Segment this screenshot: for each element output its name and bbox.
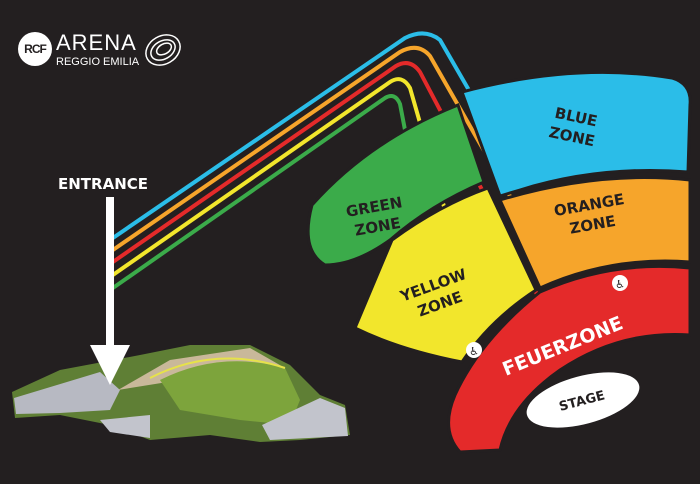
red-zone[interactable] xyxy=(447,264,692,454)
venue-aerial-photo xyxy=(12,345,350,442)
orange-line xyxy=(108,45,517,254)
blue-line xyxy=(108,31,472,242)
svg-text:♿: ♿ xyxy=(469,345,479,358)
stage xyxy=(526,372,640,428)
wheelchair-icon: ♿ xyxy=(612,275,628,291)
rcf-arena-logo: RCF ARENA REGGIO EMILIA xyxy=(18,30,139,68)
arena-logo-mark xyxy=(145,34,181,66)
svg-text:♿: ♿ xyxy=(615,278,625,291)
yellow-line xyxy=(108,77,447,279)
green-line xyxy=(108,94,407,292)
rcf-badge: RCF xyxy=(18,32,52,66)
wheelchair-icon: ♿ xyxy=(466,342,482,358)
svg-text:BLUEZONE: BLUEZONE xyxy=(547,103,600,150)
blue-zone[interactable] xyxy=(460,70,692,198)
entrance-label: ENTRANCE xyxy=(58,175,148,193)
orange-zone[interactable] xyxy=(497,176,692,290)
logo-name: ARENA xyxy=(56,30,137,55)
logo-subtitle: REGGIO EMILIA xyxy=(56,56,140,68)
guide-lines xyxy=(108,31,542,301)
green-zone[interactable] xyxy=(306,103,486,267)
red-line xyxy=(108,61,542,301)
yellow-zone[interactable] xyxy=(353,186,538,364)
entrance-arrow xyxy=(90,197,130,385)
